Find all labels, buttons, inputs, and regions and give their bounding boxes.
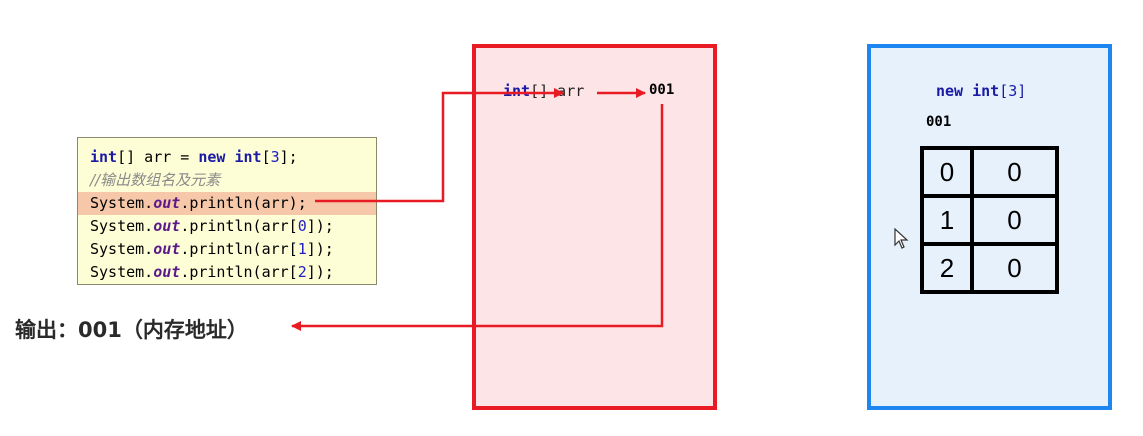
array-value: 0 [970,242,1059,294]
stack-variable: int[] arr [503,82,584,100]
keyword: new [936,82,964,100]
code-text: System. [90,217,154,235]
code-text: System. [90,240,154,258]
array-size: [3] [999,82,1027,100]
array-index: 1 [920,194,974,246]
number-literal: 2 [297,263,307,281]
output-label: 输出：001（内存地址） [15,318,248,342]
code-line-print-arr: System.out.println(arr); [78,192,376,215]
number-literal: 3 [270,148,280,166]
code-text: .println(arr[ [180,263,298,281]
field-out: out [153,263,181,281]
code-line-comment: //输出数组名及元素 [78,169,376,192]
arrow-println-to-stack [315,88,564,203]
code-text: ]; [279,148,298,166]
code-text: System. [90,263,154,281]
keyword: int [90,148,118,166]
keyword: int [234,148,262,166]
code-snippet: int[] arr = new int[3]; //输出数组名及元素 Syste… [77,137,377,285]
code-line-print-arr-2: System.out.println(arr[2]); [78,261,376,284]
code-text: .println(arr[ [180,217,298,235]
keyword: int [503,82,531,100]
number-literal: 1 [297,240,307,258]
keyword: new [198,148,226,166]
stack-memory-box [472,44,717,410]
code-text: [ [261,148,271,166]
keyword: int [972,82,1000,100]
field-out: out [153,240,181,258]
array-value: 0 [970,194,1059,246]
code-text: ]); [306,240,334,258]
code-text: .println(arr[ [180,240,298,258]
array-index: 0 [920,146,974,198]
code-text: System. [90,194,154,212]
field-out: out [153,217,181,235]
mouse-pointer-icon [894,228,909,249]
code-text: ]); [306,217,334,235]
code-line-declaration: int[] arr = new int[3]; [78,146,376,169]
code-text: ]); [306,263,334,281]
code-text: .println(arr); [180,194,307,212]
code-line-print-arr-1: System.out.println(arr[1]); [78,238,376,261]
code-comment: //输出数组名及元素 [90,171,221,189]
code-line-print-arr-0: System.out.println(arr[0]); [78,215,376,238]
field-out: out [153,194,181,212]
number-literal: 0 [297,217,307,235]
array-value: 0 [970,146,1059,198]
code-text: [] arr = [117,148,199,166]
stack-address: 001 [649,82,675,98]
heap-array-title: new int[3] [936,82,1026,100]
array-index: 2 [920,242,974,294]
heap-address: 001 [926,114,952,130]
arrow-address-to-output [291,104,664,331]
